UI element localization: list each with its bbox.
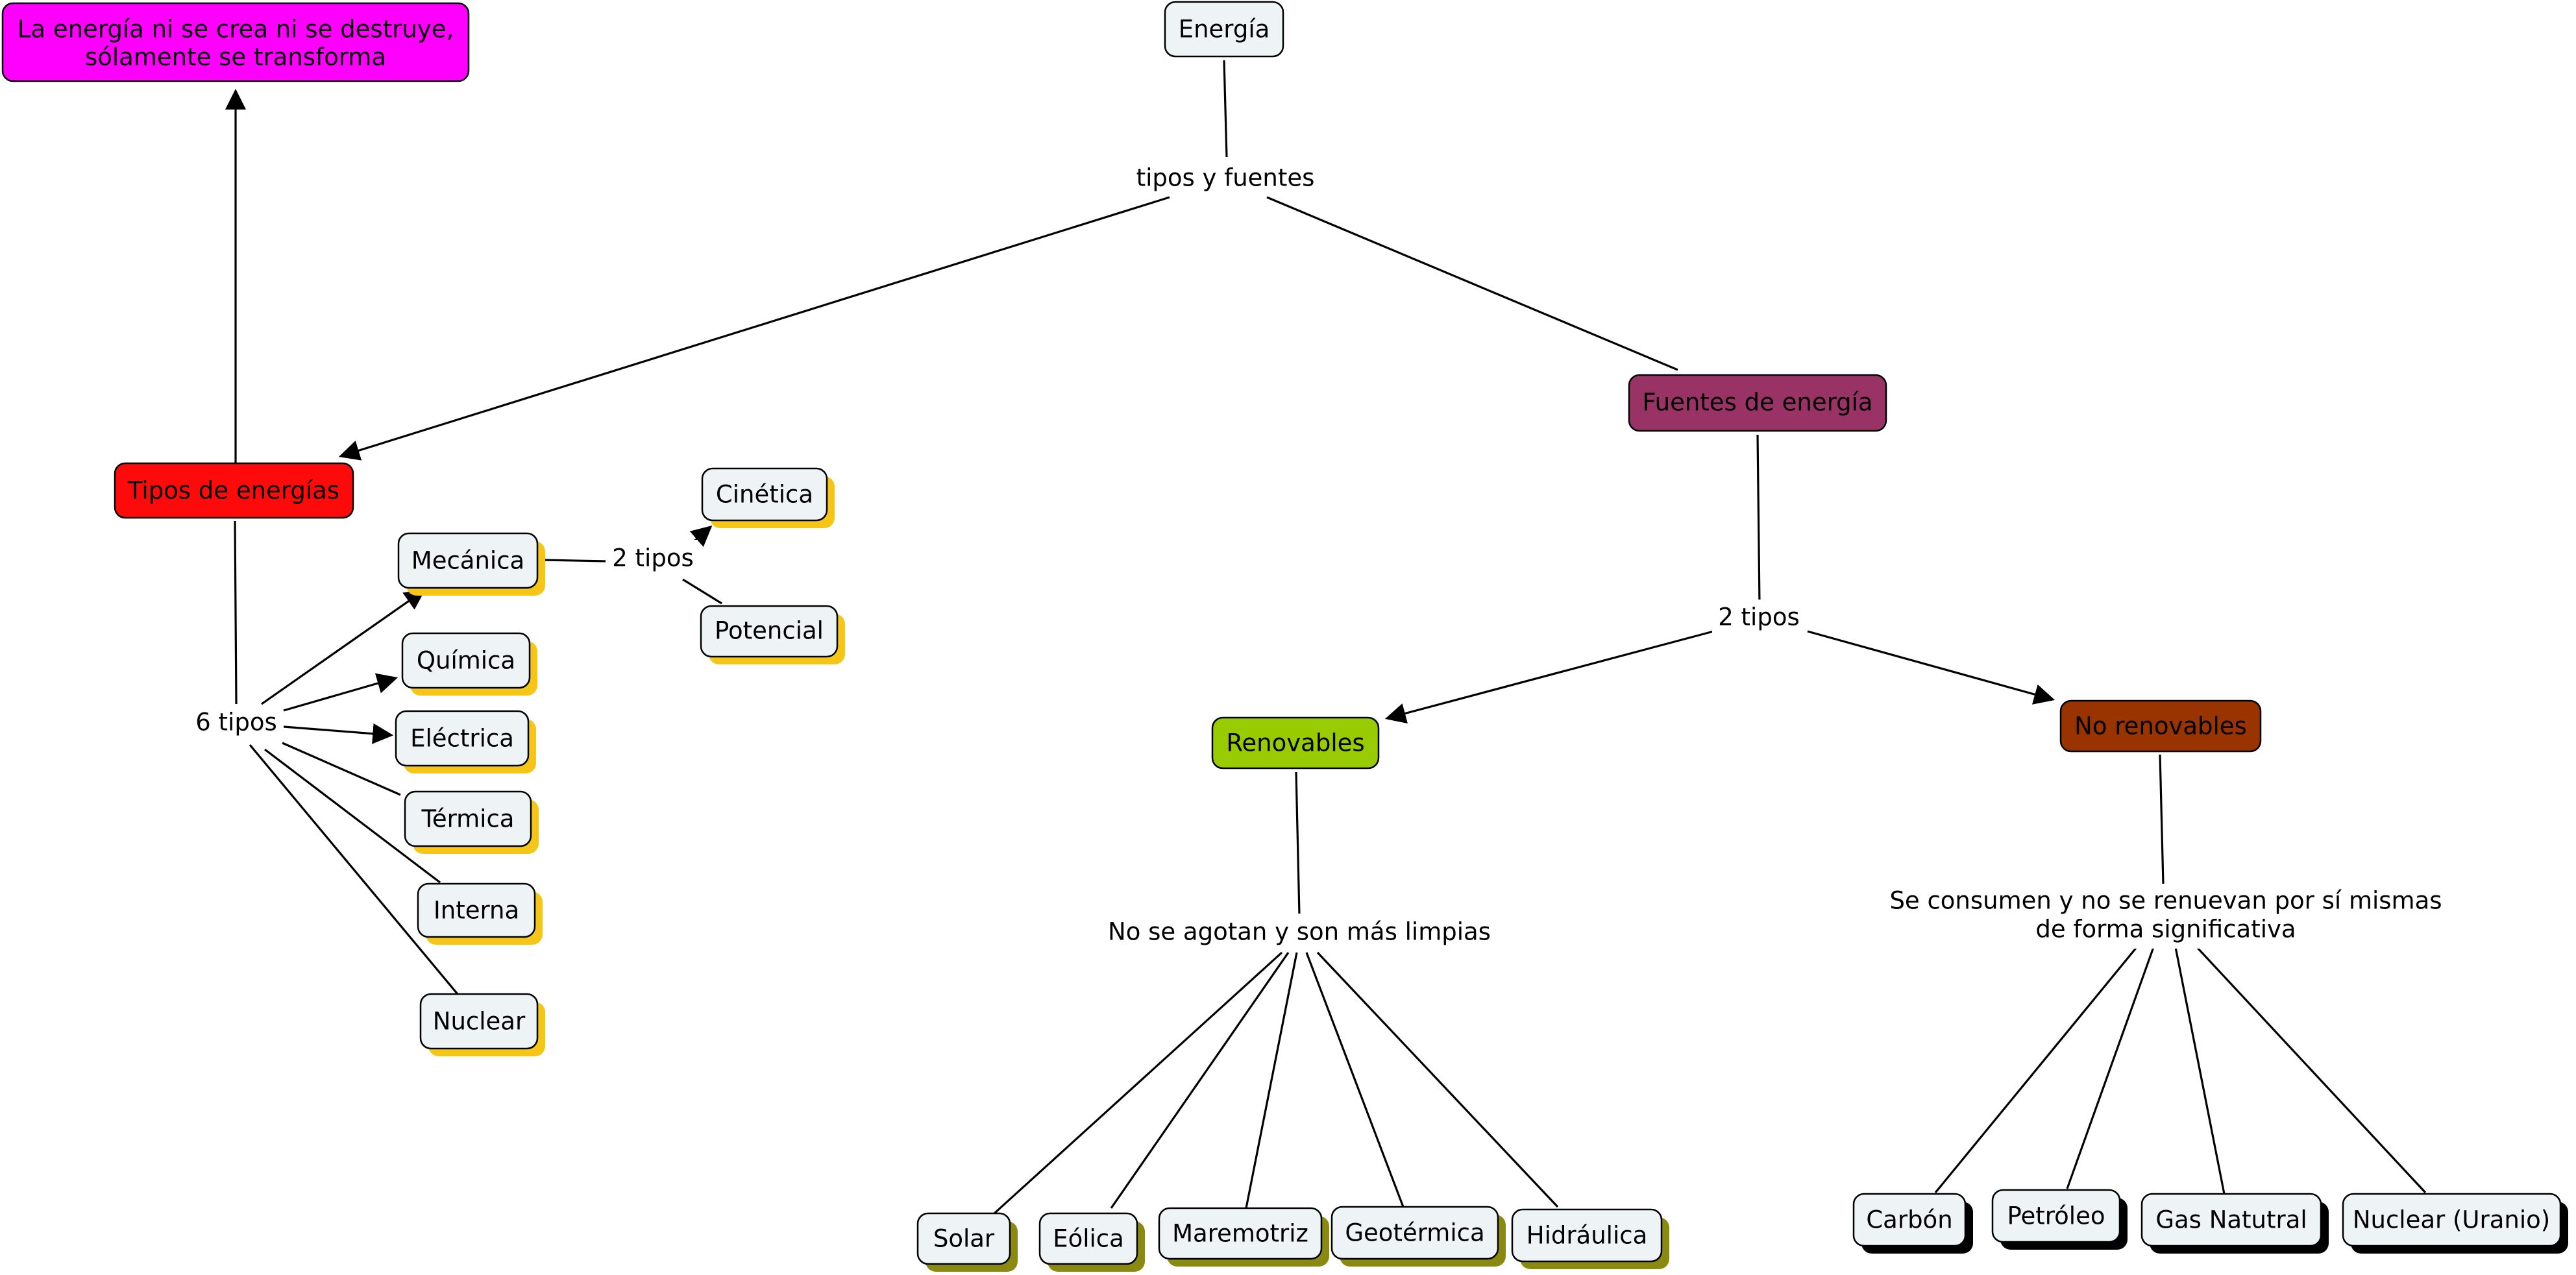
edge-desc-eolica bbox=[1110, 952, 1290, 1209]
node-eolica[interactable]: Eólica bbox=[1038, 1212, 1145, 1272]
link-labels: tipos y fuentes 6 tipos 2 tipos 2 tipos … bbox=[190, 160, 2444, 951]
edge-seis-interna bbox=[264, 748, 441, 884]
node-carbon[interactable]: Carbón bbox=[1852, 1193, 1973, 1254]
node-gas-natural-label: Gas Natutral bbox=[2155, 1206, 2307, 1234]
node-renovables-label: Renovables bbox=[1226, 729, 1364, 757]
node-maremotriz-label: Maremotriz bbox=[1172, 1220, 1308, 1248]
node-maremotriz[interactable]: Maremotriz bbox=[1158, 1207, 1329, 1267]
node-fuentes-label: Fuentes de energía bbox=[1642, 389, 1872, 417]
node-solar[interactable]: Solar bbox=[916, 1212, 1018, 1272]
edge-mecanica-dos bbox=[543, 559, 609, 563]
node-no-renovables-label: No renovables bbox=[2074, 712, 2247, 740]
node-geotermica-label: Geotérmica bbox=[1345, 1219, 1484, 1247]
node-potencial[interactable]: Potencial bbox=[700, 605, 845, 664]
node-potencial-label: Potencial bbox=[715, 617, 824, 645]
node-solar-label: Solar bbox=[933, 1225, 995, 1253]
node-electrica[interactable]: Eléctrica bbox=[395, 710, 536, 773]
node-interna-label: Interna bbox=[434, 897, 519, 925]
edge-seis-electrica bbox=[283, 723, 394, 744]
edge-label-tipos-energias bbox=[338, 196, 1170, 461]
edge-renovables-desc bbox=[1295, 771, 1301, 916]
node-mecanica-label: Mecánica bbox=[411, 547, 524, 575]
edge-desc-gas bbox=[2174, 947, 2226, 1195]
edge-dos-norenovables bbox=[1807, 630, 2055, 705]
node-gas-natural[interactable]: Gas Natutral bbox=[2141, 1193, 2329, 1254]
node-quimica-label: Química bbox=[417, 647, 515, 675]
link-label-no-renovables-desc-line2: de forma significativa bbox=[2035, 916, 2296, 943]
edge-seis-quimica bbox=[283, 673, 399, 712]
node-mecanica[interactable]: Mecánica bbox=[397, 532, 545, 596]
link-label-dos-tipos-fuentes: 2 tipos bbox=[1718, 603, 1800, 631]
node-principle[interactable]: La energía ni se crea ni se destruye, só… bbox=[1, 2, 470, 82]
node-nuclear[interactable]: Nuclear bbox=[419, 993, 545, 1056]
node-nuclear-label: Nuclear bbox=[433, 1008, 526, 1036]
node-tipos-energias-label: Tipos de energías bbox=[127, 477, 339, 505]
edge-desc-petroleo bbox=[2066, 947, 2155, 1189]
edge-dos-potencial bbox=[682, 578, 722, 605]
edge-desc-solar bbox=[993, 951, 1283, 1215]
link-label-renovables-desc: No se agotan y son más limpias bbox=[1108, 918, 1491, 946]
node-principle-line1: La energía ni se crea ni se destruye, bbox=[18, 16, 454, 43]
node-fuentes[interactable]: Fuentes de energía bbox=[1628, 374, 1887, 432]
edges bbox=[225, 60, 2427, 1215]
node-renovables[interactable]: Renovables bbox=[1211, 716, 1380, 770]
edge-tipos-seis bbox=[234, 520, 238, 705]
edge-desc-maremotriz bbox=[1245, 952, 1298, 1209]
node-principle-line2: sólamente se transforma bbox=[85, 43, 386, 71]
link-label-dos-tipos-mecanica: 2 tipos bbox=[612, 544, 694, 572]
node-hidraulica-label: Hidráulica bbox=[1527, 1222, 1648, 1250]
node-interna[interactable]: Interna bbox=[417, 882, 543, 945]
node-nuclear-uranio-label: Nuclear (Uranio) bbox=[2353, 1206, 2550, 1234]
node-tipos-energias[interactable]: Tipos de energías bbox=[114, 462, 354, 519]
node-quimica[interactable]: Química bbox=[401, 632, 537, 696]
node-geotermica[interactable]: Geotérmica bbox=[1331, 1206, 1506, 1267]
edge-desc-hidraulica bbox=[1316, 951, 1559, 1208]
edge-desc-carbon bbox=[1934, 946, 2138, 1194]
node-petroleo[interactable]: Petróleo bbox=[1991, 1189, 2128, 1250]
node-eolica-label: Eólica bbox=[1053, 1225, 1124, 1253]
node-petroleo-label: Petróleo bbox=[2007, 1202, 2105, 1230]
node-termica-label: Térmica bbox=[421, 805, 515, 833]
node-hidraulica[interactable]: Hidráulica bbox=[1511, 1208, 1669, 1269]
edge-desc-geotermica bbox=[1305, 952, 1405, 1208]
node-nuclear-uranio[interactable]: Nuclear (Uranio) bbox=[2342, 1193, 2568, 1254]
node-energia[interactable]: Energía bbox=[1164, 1, 1284, 58]
edge-norenovables-desc bbox=[2159, 754, 2165, 885]
edge-fuentes-dos bbox=[1756, 434, 1761, 605]
node-cinetica[interactable]: Cinética bbox=[701, 467, 835, 528]
link-label-no-renovables-desc-line1: Se consumen y no se renuevan por sí mism… bbox=[1889, 887, 2442, 915]
edge-seis-mecanica bbox=[261, 589, 426, 705]
node-carbon-label: Carbón bbox=[1866, 1206, 1952, 1234]
node-electrica-label: Eléctrica bbox=[410, 725, 514, 753]
edge-energia-label bbox=[1223, 60, 1228, 158]
link-label-tipos-y-fuentes: tipos y fuentes bbox=[1136, 164, 1315, 192]
edge-seis-termica bbox=[282, 742, 401, 796]
edge-dos-renovables bbox=[1384, 630, 1714, 724]
edge-label-fuentes bbox=[1266, 196, 1678, 371]
node-no-renovables[interactable]: No renovables bbox=[2059, 699, 2262, 753]
edge-desc-nuclear-uranio bbox=[2196, 946, 2427, 1194]
link-label-seis-tipos: 6 tipos bbox=[195, 709, 277, 736]
node-termica[interactable]: Térmica bbox=[404, 790, 539, 854]
node-energia-label: Energía bbox=[1179, 16, 1270, 43]
edge-seis-nuclear bbox=[249, 744, 459, 995]
node-cinetica-label: Cinética bbox=[716, 481, 813, 509]
